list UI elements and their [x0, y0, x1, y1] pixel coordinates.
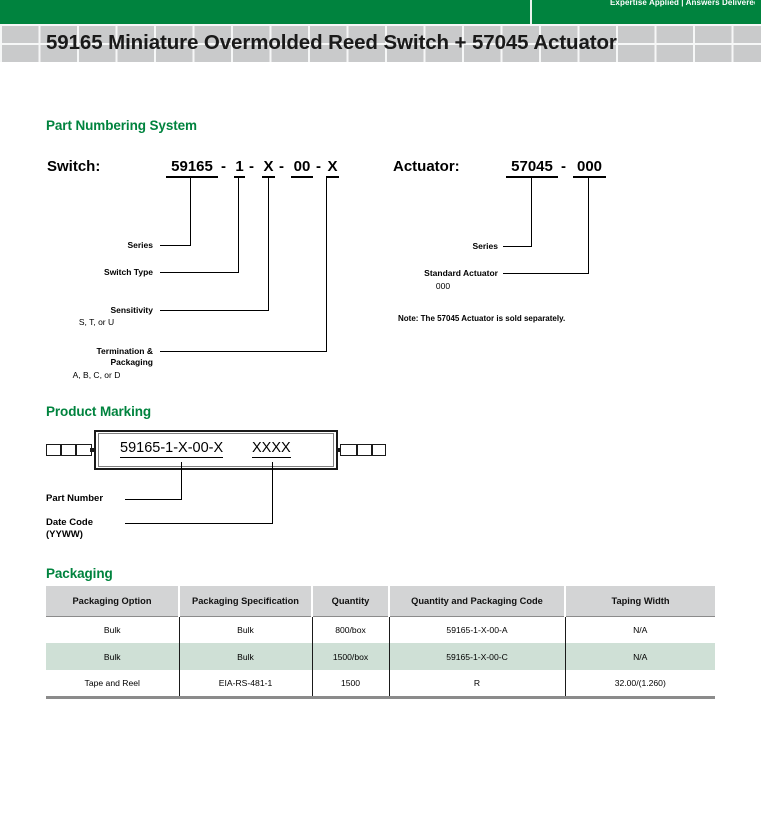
- table-row: Bulk Bulk 800/box 59165-1-X-00-A N/A: [46, 616, 715, 643]
- header-tagline: Expertise Applied | Answers Delivered: [610, 0, 755, 7]
- cell-taping-width: N/A: [565, 616, 715, 643]
- leader-vline-series: [190, 178, 192, 245]
- actuator-segment-series: 57045: [506, 158, 558, 178]
- title-bar-grid-pattern: [0, 24, 761, 62]
- table-row: Bulk Bulk 1500/box 59165-1-X-00-C N/A: [46, 643, 715, 670]
- switch-lead-right: [340, 444, 386, 456]
- actuator-segment-standard: 000: [573, 158, 606, 178]
- leader-hline-actuator-standard: [503, 273, 589, 275]
- leader-vline-actuator-series: [531, 178, 533, 246]
- actuator-dash-1: -: [561, 158, 566, 175]
- actuator-segment-series-text: 57045: [511, 158, 553, 175]
- cell-packaging-option: Tape and Reel: [46, 670, 180, 699]
- cell-quantity-packaging-code: R: [389, 670, 566, 699]
- packaging-table: Packaging Option Packaging Specification…: [46, 586, 715, 699]
- switch-segment-termination: X: [326, 158, 339, 178]
- page-title: 59165 Miniature Overmolded Reed Switch +…: [46, 31, 617, 54]
- column-header-quantity-packaging-code: Quantity and Packaging Code: [389, 586, 566, 617]
- cell-packaging-specification: Bulk: [179, 616, 313, 643]
- table-row: Tape and Reel EIA-RS-481-1 1500 R 32.00/…: [46, 670, 715, 699]
- column-header-taping-width: Taping Width: [565, 586, 715, 617]
- cell-packaging-option: Bulk: [46, 616, 180, 643]
- callout-sub-standard-actuator: 000: [435, 281, 451, 291]
- column-header-packaging-option: Packaging Option: [46, 586, 180, 617]
- switch-segment-reserved: 00: [291, 158, 313, 178]
- switch-segment-reserved-text: 00: [293, 158, 311, 175]
- section-heading-product-marking: Product Marking: [46, 404, 152, 419]
- leader-vline-switch-type: [238, 178, 240, 272]
- callout-sub-termination: A, B, C, or D: [72, 370, 121, 380]
- header-divider: [530, 0, 532, 24]
- switch-dash-3: -: [279, 158, 284, 175]
- switch-dash-4: -: [316, 158, 321, 175]
- header-green-band: [0, 0, 761, 24]
- leader-hline-series: [160, 245, 191, 247]
- leader-vline-sensitivity: [268, 178, 270, 310]
- cell-quantity: 1500/box: [312, 643, 390, 670]
- cell-quantity-packaging-code: 59165-1-X-00-A: [389, 616, 566, 643]
- leader-vline-actuator-standard: [588, 178, 590, 273]
- callout-label-sensitivity: Sensitivity: [110, 305, 153, 315]
- callout-label-actuator-series: Series: [472, 241, 498, 251]
- callout-label-switch-type: Switch Type: [104, 267, 153, 277]
- callout-sub-date-code: (YYWW): [46, 529, 83, 540]
- switch-segment-series: 59165: [166, 158, 218, 178]
- switch-segment-sensitivity-text: X: [263, 158, 274, 175]
- switch-body-outline: [94, 430, 338, 470]
- actuator-note: Note: The 57045 Actuator is sold separat…: [398, 314, 566, 323]
- switch-segment-type-text: 1: [235, 158, 244, 175]
- packaging-table-header-row: Packaging Option Packaging Specification…: [46, 586, 715, 617]
- section-heading-packaging: Packaging: [46, 566, 113, 581]
- switch-dash-2: -: [249, 158, 254, 175]
- switch-lead-left: [46, 444, 92, 456]
- page-title-bar: 59165 Miniature Overmolded Reed Switch +…: [0, 24, 761, 62]
- actuator-label: Actuator:: [393, 158, 460, 175]
- leader-vline-date-code: [272, 462, 274, 523]
- cell-packaging-option: Bulk: [46, 643, 180, 670]
- lead-right-seg-1: [356, 445, 358, 455]
- leader-hline-termination: [160, 351, 327, 353]
- cell-quantity: 1500: [312, 670, 390, 699]
- switch-label: Switch:: [47, 158, 101, 175]
- column-header-quantity: Quantity: [312, 586, 390, 617]
- marking-date-code: XXXX: [252, 440, 291, 458]
- lead-right-seg-2: [371, 445, 373, 455]
- lead-left-seg-2: [75, 445, 77, 455]
- column-header-packaging-specification: Packaging Specification: [179, 586, 313, 617]
- cell-quantity-packaging-code: 59165-1-X-00-C: [389, 643, 566, 670]
- cell-taping-width: N/A: [565, 643, 715, 670]
- callout-label-termination-line2: Packaging: [110, 357, 153, 367]
- actuator-segment-standard-text: 000: [576, 158, 603, 175]
- switch-segment-series-text: 59165: [171, 158, 213, 175]
- callout-sub-sensitivity: S, T, or U: [78, 317, 115, 327]
- switch-segment-type: 1: [234, 158, 245, 178]
- leader-hline-sensitivity: [160, 310, 269, 312]
- leader-vline-part-number: [181, 462, 183, 499]
- switch-body-inner-outline: [98, 433, 334, 467]
- section-heading-part-numbering: Part Numbering System: [46, 118, 197, 133]
- cell-quantity: 800/box: [312, 616, 390, 643]
- leader-hline-switch-type: [160, 272, 239, 274]
- cell-packaging-specification: EIA-RS-481-1: [179, 670, 313, 699]
- marking-part-number: 59165-1-X-00-X: [120, 440, 224, 458]
- leader-hline-date-code: [125, 523, 273, 525]
- callout-label-date-code: Date Code: [46, 517, 93, 528]
- callout-label-termination-line1: Termination &: [96, 346, 153, 356]
- callout-label-standard-actuator: Standard Actuator: [424, 268, 498, 278]
- cell-packaging-specification: Bulk: [179, 643, 313, 670]
- switch-segment-termination-text: X: [327, 158, 338, 175]
- leader-hline-part-number: [125, 499, 182, 501]
- lead-left-seg-1: [60, 445, 62, 455]
- switch-segment-sensitivity: X: [262, 158, 275, 178]
- leader-vline-termination: [326, 178, 328, 351]
- switch-dash-1: -: [221, 158, 226, 175]
- cell-taping-width: 32.00/(1.260): [565, 670, 715, 699]
- callout-label-series: Series: [127, 240, 153, 250]
- callout-label-part-number: Part Number: [46, 493, 104, 504]
- leader-hline-actuator-series: [503, 246, 532, 248]
